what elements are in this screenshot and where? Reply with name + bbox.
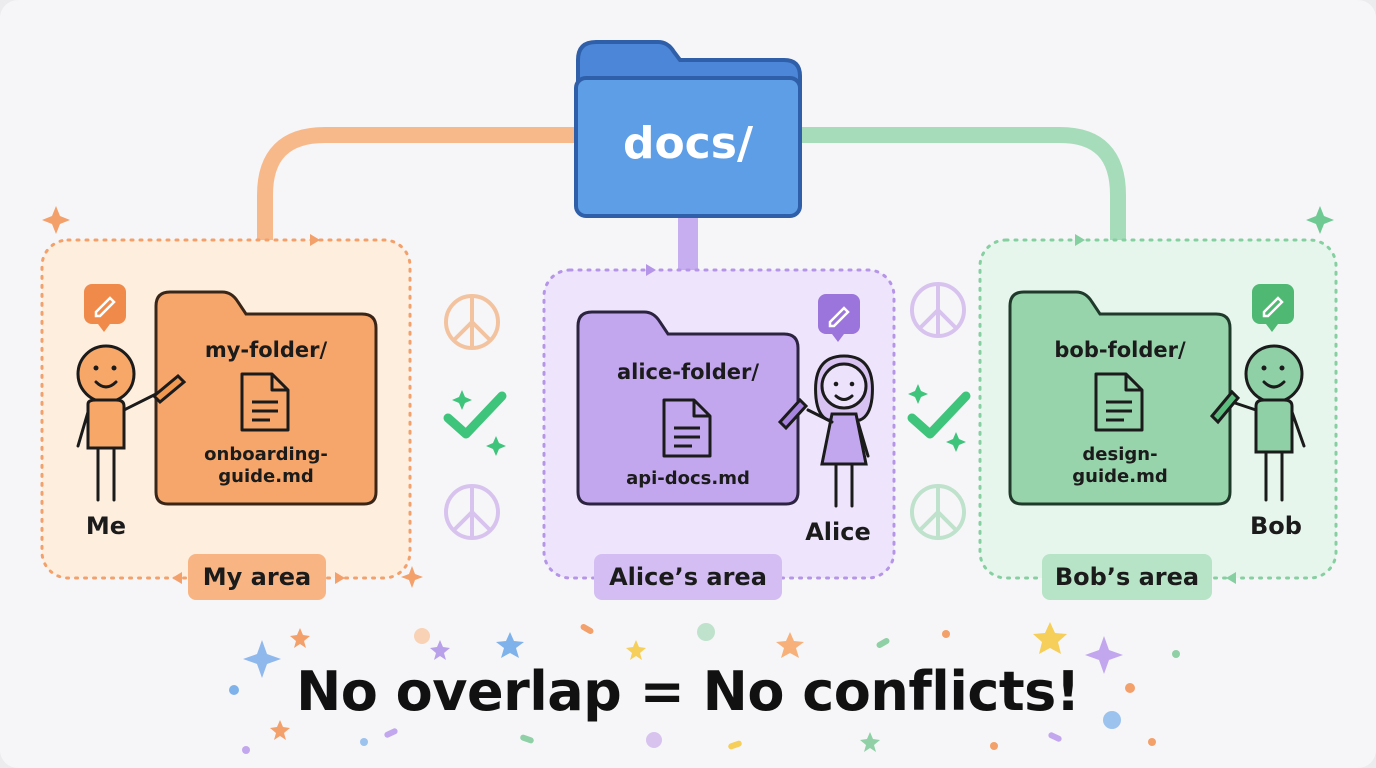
headline: No overlap = No conflicts!	[296, 660, 1080, 723]
folder-name-alice: alice-folder/	[616, 360, 760, 384]
pencil-icon	[1209, 389, 1241, 425]
folder-icon	[576, 310, 800, 506]
document-icon	[662, 398, 712, 458]
checkmark-icon	[443, 391, 507, 439]
document-icon	[240, 372, 290, 432]
person-alice	[777, 354, 874, 508]
person-name-me: Me	[85, 512, 127, 540]
person-me	[76, 344, 187, 502]
arrow-icon	[1075, 234, 1085, 246]
arrow-icon	[310, 234, 320, 246]
connector-orange	[257, 127, 598, 318]
confetti	[229, 622, 1180, 754]
person-name-bob: Bob	[1250, 512, 1302, 540]
area-label-alice: Alice’s area	[594, 554, 782, 600]
folder-icon	[154, 290, 378, 506]
document-icon	[1094, 372, 1144, 432]
arrow-icon	[172, 572, 182, 584]
file-name-bob-line2: guide.md	[1072, 466, 1168, 487]
file-name-me-line1: onboarding-	[204, 444, 328, 465]
arrow-icon	[1226, 572, 1236, 584]
root-folder-label: docs/	[622, 118, 754, 169]
edit-icon	[1252, 284, 1294, 332]
person-name-alice: Alice	[805, 518, 871, 546]
edit-icon	[84, 284, 126, 332]
area-label-me: My area	[188, 554, 326, 600]
peace-icon	[444, 282, 966, 540]
file-name-alice: api-docs.md	[626, 468, 750, 489]
arrow-icon	[646, 264, 656, 276]
pencil-icon	[151, 373, 187, 405]
edit-icon	[818, 294, 860, 342]
connector-green	[778, 127, 1126, 318]
folder-name-me: my-folder/	[204, 338, 328, 362]
pencil-icon	[777, 397, 809, 431]
arrow-icon	[335, 572, 345, 584]
folder-icon	[1008, 290, 1232, 506]
file-name-bob-line1: design-	[1082, 444, 1158, 465]
person-bob	[1209, 344, 1306, 502]
folder-icon	[574, 40, 802, 218]
checkmark-icon	[907, 391, 971, 439]
folder-name-bob: bob-folder/	[1054, 338, 1186, 362]
sparkle-icon	[42, 206, 1334, 678]
area-label-bob: Bob’s area	[1042, 554, 1212, 600]
file-name-me-line2: guide.md	[218, 466, 314, 487]
